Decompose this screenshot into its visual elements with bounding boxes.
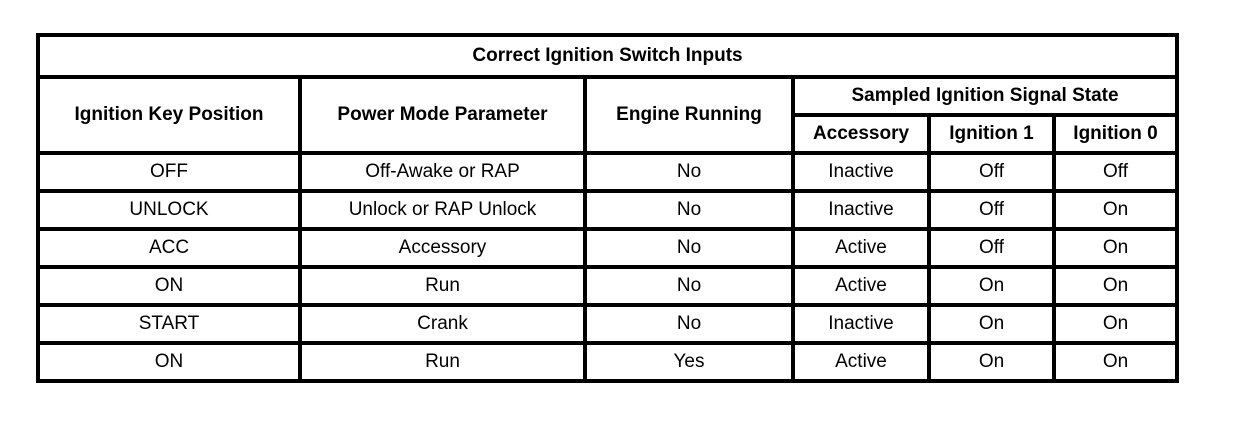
cell-ignition-0-state: On: [1051, 189, 1180, 231]
table-row-unlock: UNLOCK Unlock or RAP Unlock No Inactive …: [36, 189, 1180, 231]
col-header-ignition-1: Ignition 1: [927, 113, 1056, 155]
cell-accessory-state: Inactive: [791, 189, 931, 231]
cell-key-position: ON: [36, 265, 302, 307]
cell-power-mode: Off-Awake or RAP: [298, 151, 587, 193]
col-header-ignition-key-position: Ignition Key Position: [36, 75, 302, 155]
cell-power-mode: Run: [298, 265, 587, 307]
cell-accessory-state: Active: [791, 265, 931, 307]
cell-ignition-1-state: Off: [927, 151, 1056, 193]
cell-ignition-1-state: Off: [927, 189, 1056, 231]
table-header-row: Ignition Key Position Power Mode Paramet…: [36, 75, 1180, 155]
cell-key-position: ACC: [36, 227, 302, 269]
cell-accessory-state: Active: [791, 227, 931, 269]
cell-ignition-0-state: On: [1051, 303, 1180, 345]
table-title-row: Correct Ignition Switch Inputs: [35, 33, 1180, 79]
cell-power-mode: Run: [298, 341, 587, 383]
cell-ignition-0-state: On: [1051, 265, 1180, 307]
cell-power-mode: Accessory: [298, 227, 587, 269]
table-row-off: OFF Off-Awake or RAP No Inactive Off Off: [36, 151, 1180, 193]
cell-accessory-state: Inactive: [791, 303, 931, 345]
cell-engine-running: No: [583, 227, 795, 269]
cell-accessory-state: Active: [791, 341, 931, 383]
cell-ignition-0-state: On: [1051, 227, 1180, 269]
cell-ignition-1-state: Off: [927, 227, 1056, 269]
cell-power-mode: Crank: [298, 303, 587, 345]
cell-key-position: ON: [36, 341, 302, 383]
table-subheader-row: Accessory Ignition 1 Ignition 0: [38, 113, 1180, 155]
cell-key-position: UNLOCK: [36, 189, 302, 231]
cell-key-position: OFF: [36, 151, 302, 193]
table-title: Correct Ignition Switch Inputs: [35, 33, 1180, 79]
cell-ignition-1-state: On: [927, 303, 1056, 345]
cell-engine-running: No: [583, 265, 795, 307]
table-row-on: ON Run No Active On On: [36, 265, 1180, 307]
cell-ignition-0-state: On: [1051, 341, 1180, 383]
cell-engine-running: Yes: [583, 341, 795, 383]
cell-ignition-1-state: On: [927, 265, 1056, 307]
cell-engine-running: No: [583, 151, 795, 193]
col-header-power-mode-parameter: Power Mode Parameter: [298, 75, 587, 155]
cell-engine-running: No: [583, 189, 795, 231]
cell-key-position: START: [36, 303, 302, 345]
cell-accessory-state: Inactive: [791, 151, 931, 193]
cell-power-mode: Unlock or RAP Unlock: [298, 189, 587, 231]
col-group-header-sampled-ignition-signal-state: Sampled Ignition Signal State: [790, 75, 1180, 117]
cell-ignition-0-state: Off: [1051, 151, 1180, 193]
table-row-acc: ACC Accessory No Active Off On: [36, 227, 1180, 269]
table-row-on-running: ON Run Yes Active On On: [36, 341, 1180, 383]
cell-ignition-1-state: On: [927, 341, 1056, 383]
col-header-ignition-0: Ignition 0: [1051, 113, 1180, 155]
table-row-start: START Crank No Inactive On On: [36, 303, 1180, 345]
col-header-accessory: Accessory: [791, 113, 931, 155]
ignition-switch-inputs-table: Correct Ignition Switch Inputs Ignition …: [35, 33, 1180, 383]
cell-engine-running: No: [583, 303, 795, 345]
col-header-engine-running: Engine Running: [583, 75, 795, 155]
